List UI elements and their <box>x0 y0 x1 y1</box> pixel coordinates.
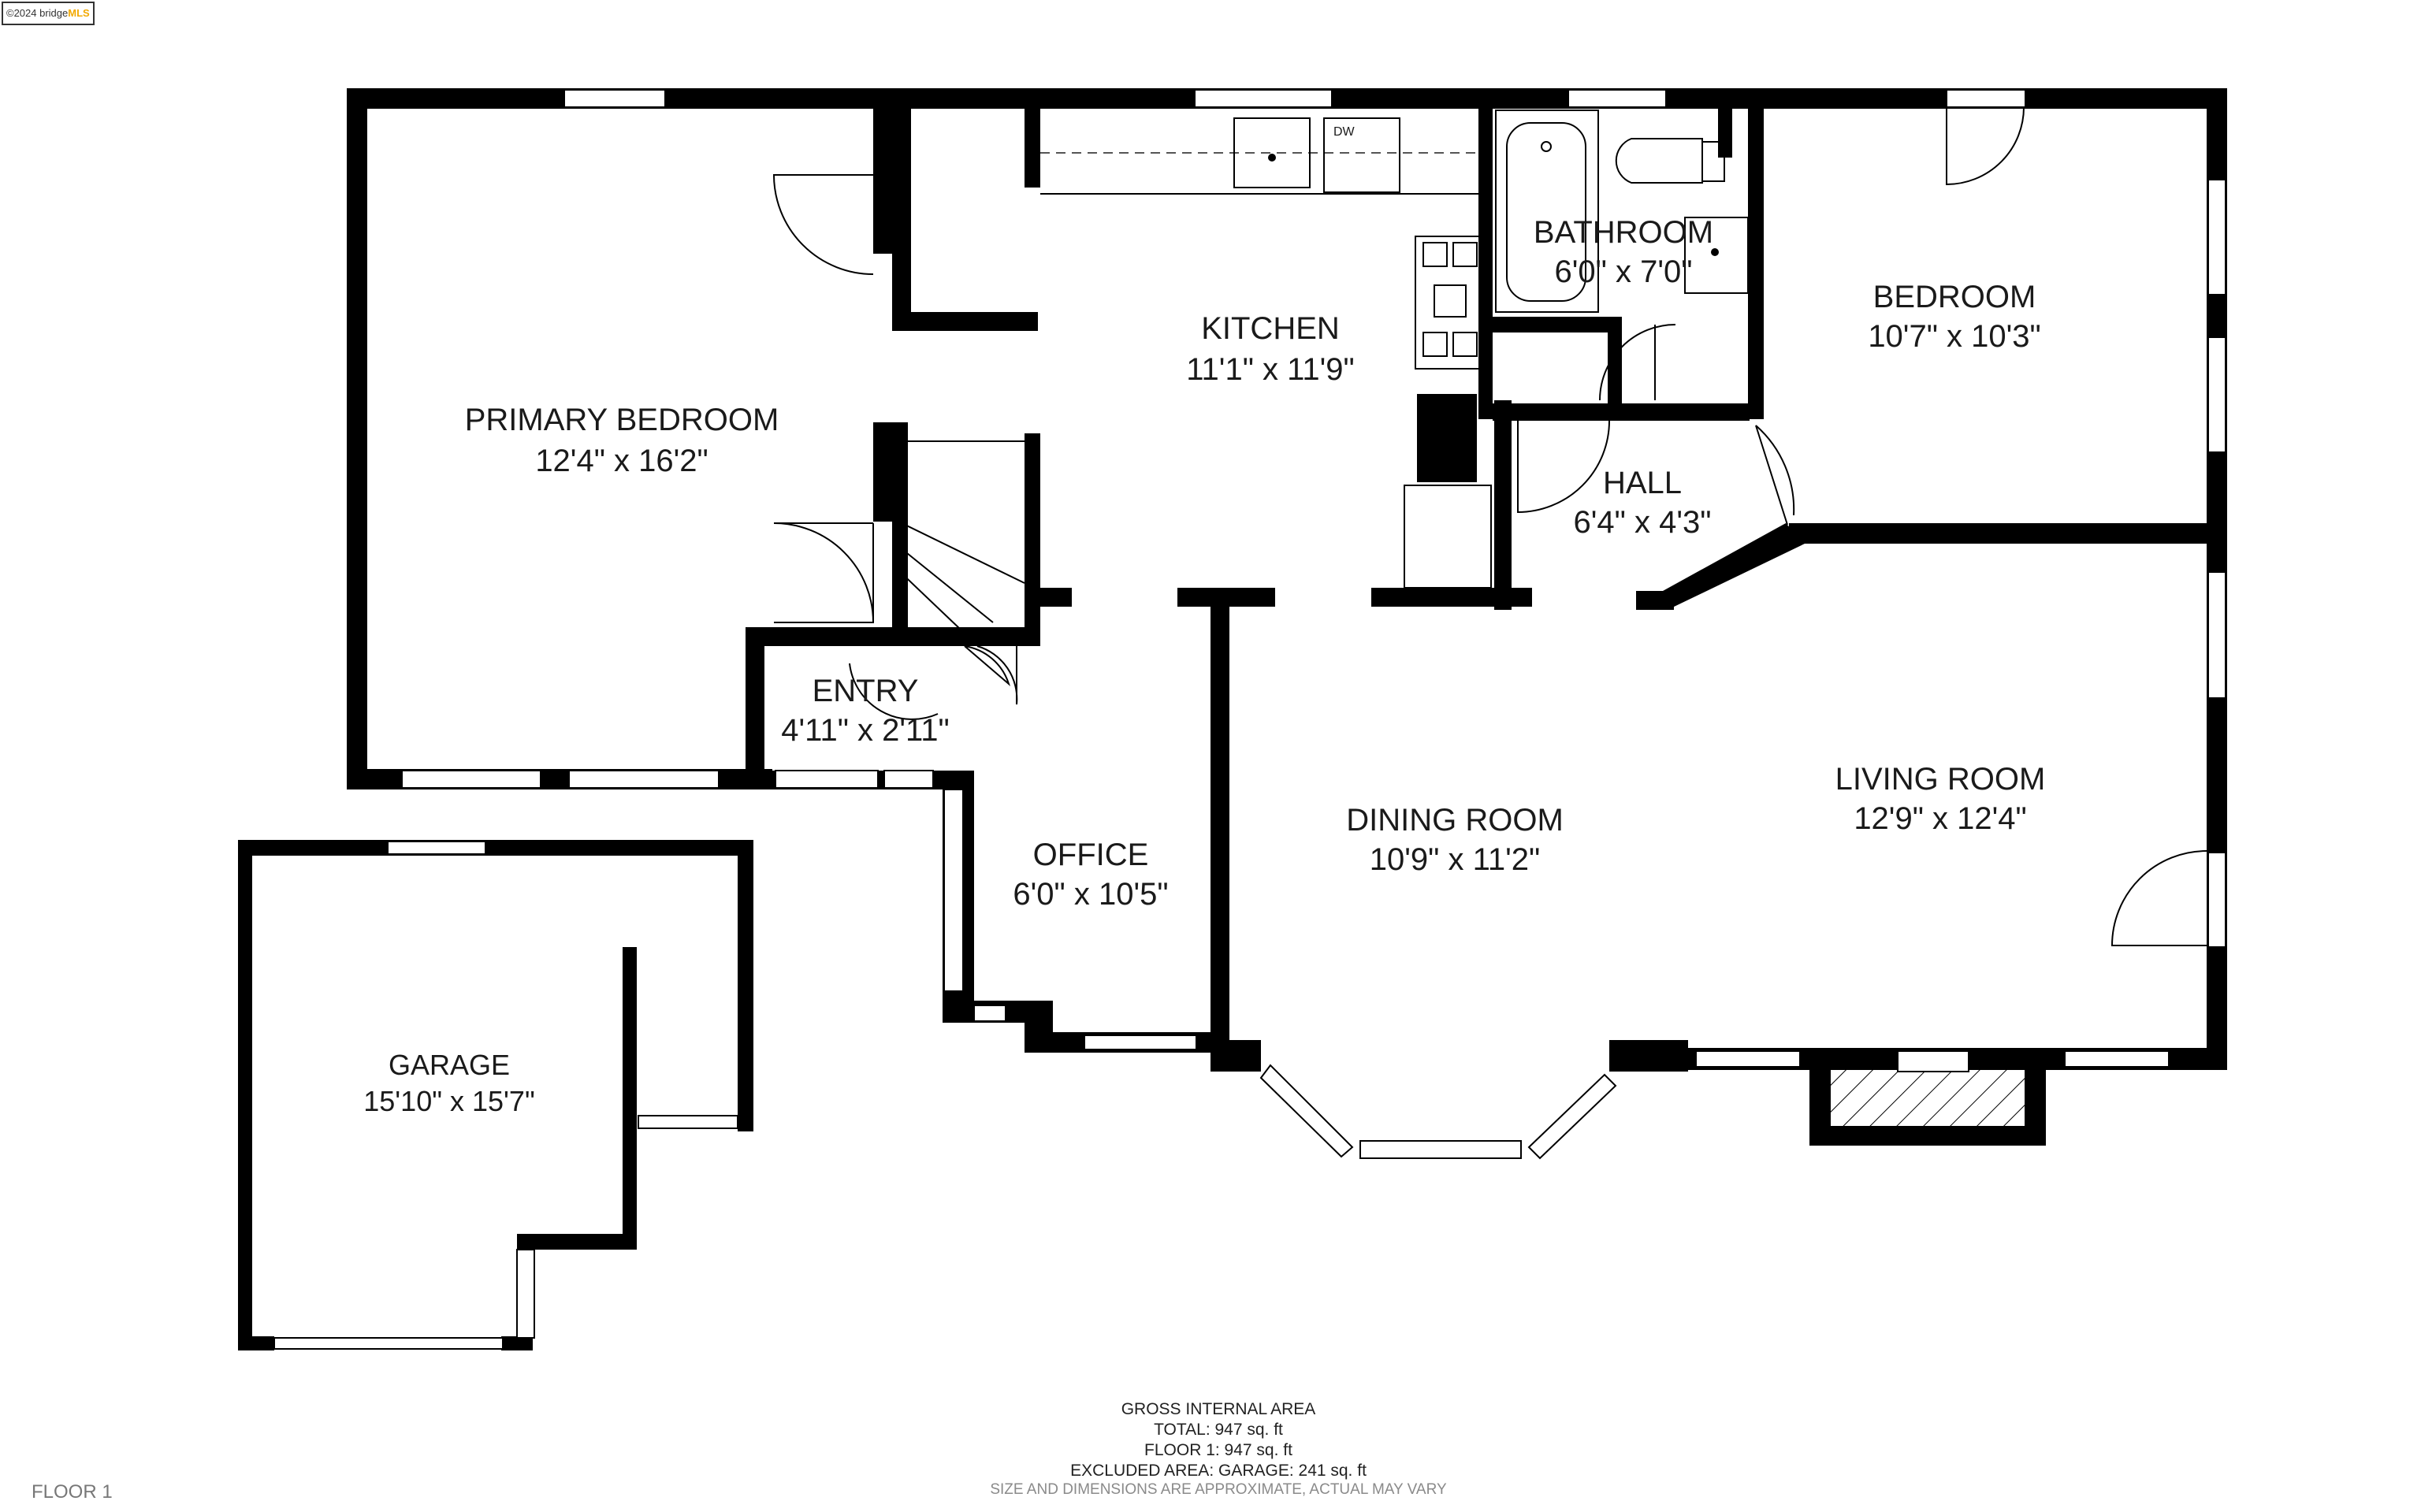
hall-name: HALL <box>1603 466 1682 500</box>
kitchen-name: KITCHEN <box>1201 311 1340 346</box>
mls-logo: MLS <box>68 7 90 19</box>
disclaimer: SIZE AND DIMENSIONS ARE APPROXIMATE, ACT… <box>990 1481 1447 1498</box>
doors <box>772 106 2207 946</box>
garage-name: GARAGE <box>389 1049 510 1081</box>
garage-walls <box>238 840 753 1350</box>
living-room-name: LIVING ROOM <box>1835 762 2046 797</box>
office-name: OFFICE <box>1033 838 1149 872</box>
hall-dims: 6'4" x 4'3" <box>1574 505 1712 540</box>
bedroom-name: BEDROOM <box>1873 280 2036 314</box>
area-excluded: EXCLUDED AREA: GARAGE: 241 sq. ft <box>1070 1462 1367 1480</box>
area-heading: GROSS INTERNAL AREA <box>1121 1400 1316 1418</box>
dining-room-name: DINING ROOM <box>1346 803 1564 838</box>
kitchen-dims: 11'1" x 11'9" <box>1186 352 1354 387</box>
copyright-text: ©2024 bridge <box>6 7 69 19</box>
bathroom-name: BATHROOM <box>1534 215 1713 250</box>
room-labels: PRIMARY BEDROOM 12'4" x 16'2" KITCHEN 11… <box>363 215 2045 1117</box>
entry-name: ENTRY <box>813 674 919 708</box>
area-total: TOTAL: 947 sq. ft <box>1154 1421 1283 1439</box>
dining-room-dims: 10'9" x 11'2" <box>1370 842 1540 877</box>
area-floor1: FLOOR 1: 947 sq. ft <box>1144 1441 1292 1459</box>
living-room-dims: 12'9" x 12'4" <box>1854 801 2026 836</box>
bedroom-dims: 10'7" x 10'3" <box>1868 319 2040 354</box>
bathroom-dims: 6'0" x 7'0" <box>1555 254 1693 289</box>
office-dims: 6'0" x 10'5" <box>1013 877 1168 912</box>
windows <box>401 89 2226 1160</box>
entry-dims: 4'11" x 2'11" <box>781 713 949 748</box>
area-summary: GROSS INTERNAL AREA TOTAL: 947 sq. ft FL… <box>974 1399 1463 1481</box>
floor-label: FLOOR 1 <box>32 1481 113 1503</box>
primary-bedroom-name: PRIMARY BEDROOM <box>465 403 779 437</box>
fixtures: DW <box>894 110 2026 1127</box>
primary-bedroom-dims: 12'4" x 16'2" <box>535 444 708 478</box>
dishwasher-label: DW <box>1333 125 1356 139</box>
garage-dims: 15'10" x 15'7" <box>363 1085 534 1117</box>
copyright-watermark: ©2024 bridgeMLS <box>2 2 95 25</box>
